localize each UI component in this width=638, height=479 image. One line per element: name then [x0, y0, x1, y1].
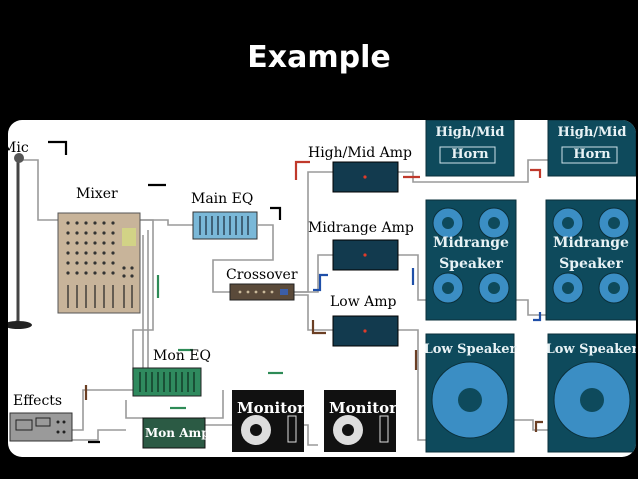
main-eq-label: Main EQ [191, 191, 253, 207]
monitor-2-label: Monitor [329, 399, 398, 417]
crossover-label: Crossover [226, 267, 298, 283]
midrange-speaker-2 [545, 199, 636, 321]
midrange-1-label-line1: Midrange [433, 235, 509, 251]
horn-1-label-line1: High/Mid [436, 125, 505, 140]
signal-arrow-main-eq-out [270, 206, 282, 220]
sound-system-diagram: Mic Mixer Main EQ Crossover High/Mi [8, 120, 636, 457]
low-amp-label: Low Amp [330, 294, 397, 310]
crossover-unit [229, 283, 295, 301]
signal-arrow-horn2-red [530, 168, 542, 178]
midrange-amp-unit [332, 239, 399, 271]
signal-arrow-low2-brown [534, 420, 543, 432]
midrange-2-label-line2: Speaker [559, 256, 623, 272]
low-speaker-1 [425, 333, 515, 453]
signal-arrow-mid2-blue [533, 312, 542, 322]
horn-2-label-line1: High/Mid [558, 125, 627, 140]
signal-arrows [48, 140, 543, 444]
horn-1-label-line2: Horn [451, 147, 489, 162]
low-speaker-2-label: Low Speaker [546, 342, 636, 357]
midrange-amp-label: Midrange Amp [308, 220, 414, 236]
low-speaker-2 [547, 333, 636, 453]
effects-unit [9, 412, 73, 442]
mic-label: Mic [8, 140, 29, 156]
monitor-1-label: Monitor [237, 399, 306, 417]
signal-arrow-mic [48, 140, 68, 155]
mic-stand [8, 153, 32, 329]
high-mid-amp-label: High/Mid Amp [308, 145, 412, 161]
main-eq-unit [192, 211, 258, 240]
midrange-2-label-line1: Midrange [553, 235, 629, 251]
mon-eq-unit [132, 367, 202, 397]
slide-title: Example [247, 40, 391, 75]
high-mid-horn-1 [425, 120, 515, 177]
high-mid-horn-2 [547, 120, 636, 177]
monitor-1 [232, 390, 304, 452]
monitor-2 [324, 390, 396, 452]
mixer-console [57, 212, 141, 314]
high-mid-amp-unit [332, 161, 399, 193]
mon-eq-label: Mon EQ [153, 348, 211, 364]
midrange-1-label-line2: Speaker [439, 256, 503, 272]
effects-label: Effects [13, 393, 62, 409]
mixer-faders [67, 285, 133, 308]
midrange-speaker-1 [425, 199, 517, 321]
low-amp-unit [332, 315, 399, 347]
signal-arrow-low [311, 320, 326, 335]
signal-arrow-highmid [294, 160, 310, 180]
mixer-knobs [66, 221, 134, 278]
low-speaker-1-label: Low Speaker [424, 342, 517, 357]
mon-amp-unit [142, 417, 206, 449]
signal-arrow-midrange [313, 273, 328, 292]
horn-2-label-line2: Horn [573, 147, 611, 162]
mon-amp-label: Mon Amp [145, 426, 210, 440]
mixer-label: Mixer [76, 186, 118, 202]
